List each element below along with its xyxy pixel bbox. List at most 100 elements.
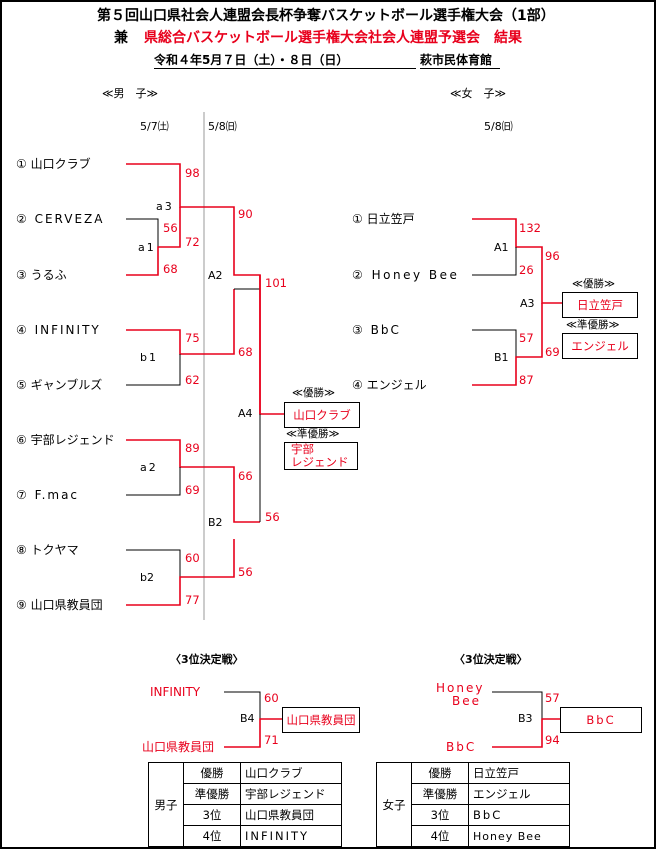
- game-label-a2: a2: [140, 461, 158, 474]
- score: 57: [519, 331, 534, 345]
- score: 69: [185, 483, 200, 497]
- score: 68: [163, 262, 178, 276]
- venue: 萩市民体育館: [420, 53, 493, 67]
- men-section-label: ≪男 子≫: [102, 87, 159, 100]
- women-team-3: ③ BbC: [352, 324, 401, 336]
- team-name: Honey Bee: [371, 268, 460, 282]
- men-team-6: ⑥ 宇部レジェンド: [16, 434, 115, 446]
- team-cell: 山口クラブ: [240, 762, 342, 784]
- men-team-4: ④ INFINITY: [16, 324, 101, 336]
- men-b2-winner: [126, 539, 235, 606]
- team-number: ④: [16, 323, 29, 337]
- men-third-winner-box: 山口県教員団: [282, 707, 360, 733]
- team-cell: BbC: [468, 804, 570, 826]
- women-section-label: ≪女 子≫: [450, 87, 507, 100]
- men-third-label: 〈3位決定戦〉: [170, 653, 244, 666]
- score: 57: [545, 691, 560, 705]
- page-title: 第５回山口県社会人連盟会長杯争奪バスケットボール選手権大会（1部）: [97, 8, 555, 24]
- men-team-2: ② CERVEZA: [16, 213, 104, 225]
- women-b1-winner: [472, 303, 543, 386]
- team-name: CERVEZA: [34, 212, 105, 226]
- score: 87: [519, 373, 534, 387]
- date-underline: [154, 68, 416, 69]
- score: 60: [185, 551, 200, 565]
- score: 94: [545, 733, 560, 747]
- table-row: 女子 優勝 日立笠戸: [376, 762, 570, 847]
- team-name: BbC: [370, 323, 401, 337]
- men-day1: 5/7㈯: [140, 120, 169, 133]
- women-team-1: ① 日立笠戸: [352, 213, 415, 225]
- score: 56: [238, 565, 253, 579]
- men-b2-loser: [126, 549, 181, 577]
- men-team-7: ⑦ F.mac: [16, 489, 79, 501]
- score: 26: [519, 263, 534, 277]
- women-team-4: ④ エンジェル: [352, 379, 427, 391]
- team-name: うるふ: [30, 268, 67, 282]
- score: 60: [264, 691, 279, 705]
- women-third-winner: [492, 718, 560, 748]
- team-number: ⑨: [16, 598, 27, 612]
- score: 101: [265, 276, 287, 290]
- team-name: ギャンブルズ: [30, 378, 103, 392]
- team-name: 山口クラブ: [30, 157, 91, 171]
- women-team-2: ② Honey Bee: [352, 269, 459, 281]
- men-team-1: ① 山口クラブ: [16, 158, 91, 170]
- women-third-team2: BbC: [446, 740, 477, 754]
- game-label-A2: A2: [208, 269, 223, 282]
- team-number: ⑧: [16, 543, 27, 557]
- team-number: ⑤: [16, 378, 27, 392]
- game-label-B3: B3: [518, 712, 533, 725]
- game-label-B1: B1: [494, 351, 509, 364]
- table-row: 4位 INFINITY: [149, 825, 342, 847]
- team-cell: 山口県教員団: [240, 804, 342, 826]
- team-cell: Honey Bee: [468, 825, 570, 847]
- team-name: 宇部レジェンド: [30, 433, 115, 447]
- game-label-b1: b1: [140, 351, 158, 364]
- place-cell: 優勝: [411, 762, 469, 784]
- game-label-b2: b2: [140, 571, 154, 584]
- team-cell: エンジェル: [468, 783, 570, 805]
- women-champion-box: 日立笠戸: [562, 292, 638, 318]
- men-a2-loser: [126, 467, 181, 496]
- table-row: 3位 BbC: [377, 804, 570, 826]
- men-third-team2: 山口県教員団: [142, 740, 215, 754]
- team-number: ①: [352, 212, 363, 226]
- men-a1-winner: [126, 207, 181, 276]
- runner-up-line1: 宇部: [291, 442, 314, 457]
- women-champion-label: ≪優勝≫: [572, 278, 615, 290]
- group-cell: 男子: [148, 762, 184, 847]
- men-champion-box: 山口クラブ: [284, 402, 360, 428]
- table-row: 4位 Honey Bee: [377, 825, 570, 847]
- score: 98: [185, 166, 200, 180]
- men-a2-winner: [126, 439, 260, 523]
- women-winner-path: [472, 218, 562, 304]
- team-number: ⑥: [16, 433, 27, 447]
- women-third-team1-line2: Bee: [452, 694, 481, 708]
- game-label-A1: A1: [494, 241, 509, 254]
- men-third-winner: [224, 718, 282, 748]
- score: 68: [238, 345, 253, 359]
- score: 90: [238, 207, 253, 221]
- men-b1-loser: [126, 354, 181, 386]
- men-day2: 5/8㈰: [208, 120, 237, 133]
- place-cell: 準優勝: [411, 783, 469, 805]
- table-row: 3位 山口県教員団: [149, 804, 342, 826]
- women-third-team1-line1: Honey: [436, 681, 485, 695]
- runner-up-line2: レジェンド: [291, 455, 349, 469]
- team-name: トクヤマ: [30, 543, 79, 557]
- women-a1-loser: [472, 247, 517, 276]
- place-cell: 準優勝: [183, 783, 241, 805]
- score: 77: [185, 593, 200, 607]
- team-number: ③: [352, 323, 365, 337]
- women-runner-up-label: ≪準優勝≫: [566, 319, 620, 331]
- women-third-bracket: [492, 691, 543, 747]
- team-number: ②: [352, 268, 366, 282]
- men-runner-up-label: ≪準優勝≫: [286, 428, 340, 440]
- place-cell: 4位: [183, 825, 241, 847]
- team-cell: INFINITY: [240, 825, 342, 847]
- place-cell: 優勝: [183, 762, 241, 784]
- group-cell: 女子: [376, 762, 412, 847]
- men-results-table: 男子 優勝 山口クラブ 準優勝 宇部レジェンド 3位 山口県教員団 4位 INF…: [148, 762, 342, 847]
- score: 75: [185, 331, 200, 345]
